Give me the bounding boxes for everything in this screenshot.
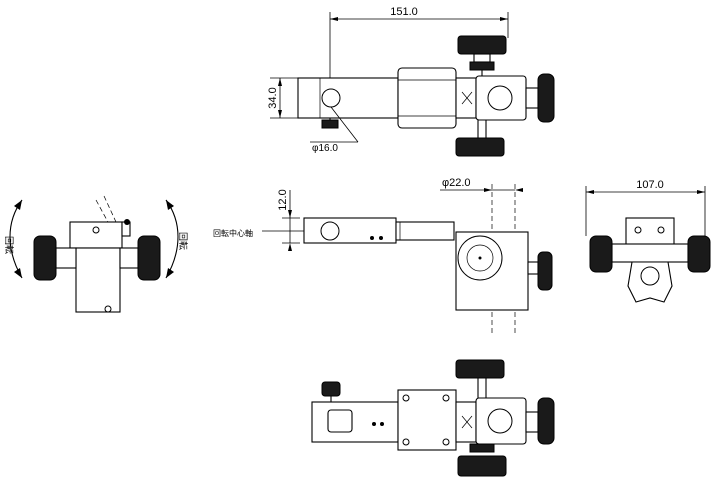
dim-arrow (278, 78, 282, 86)
dim-107-label: 107.0 (636, 179, 664, 191)
dim-arrow (330, 17, 338, 21)
top-clamp-bore (487, 85, 513, 111)
front-view: 12.0 回転中心軸 φ22.0 (213, 177, 553, 336)
dim-phi16-label: φ16.0 (312, 143, 338, 154)
rotation-label-left: 回転 (4, 236, 14, 254)
right-knob-left (589, 235, 613, 273)
dim-arrow (500, 17, 508, 21)
top-arm-hole (321, 88, 341, 108)
bottom-right-knob (537, 397, 555, 445)
front-side-knob (537, 251, 553, 291)
right-knob-right (687, 235, 711, 273)
rotation-center-axis-label: 回転中心軸 (213, 228, 253, 238)
top-screw-knob (321, 119, 339, 129)
bottom-lower-knob (457, 455, 507, 477)
top-slide-block (397, 67, 457, 129)
top-lower-knob (455, 137, 505, 157)
bottom-slot (327, 409, 353, 433)
bottom-clamp-bore (487, 408, 513, 434)
dim-151-label: 151.0 (390, 6, 418, 18)
bottom-upper-knob (455, 359, 505, 379)
dim-34-label: 34.0 (267, 87, 279, 108)
front-arm-hole (320, 221, 340, 241)
leader-phi16 (330, 106, 359, 143)
rotation-label-right: 回転 (178, 232, 188, 250)
top-upper-knob (457, 35, 507, 55)
dim-arrow (278, 110, 282, 118)
dim-phi22-label: φ22.0 (442, 177, 471, 189)
top-arm (297, 77, 399, 119)
bottom-small-knob (321, 381, 341, 397)
rotation-arrow-right (165, 199, 179, 279)
top-connector (455, 77, 477, 119)
dim-12-label: 12.0 (277, 189, 289, 210)
top-right-knob (537, 73, 555, 123)
left-view: 回転 回転 (4, 195, 188, 313)
left-post (75, 247, 121, 313)
bottom-arm (311, 401, 399, 443)
top-view: 151.0 34.0 φ16.0 (267, 6, 555, 157)
right-cross-bar (611, 243, 689, 263)
left-knob-right (137, 235, 161, 281)
front-rod (395, 221, 455, 241)
right-view: 107.0 (585, 179, 711, 303)
left-top-block (69, 221, 123, 249)
left-knob-left (33, 235, 57, 281)
bottom-view (311, 359, 555, 477)
